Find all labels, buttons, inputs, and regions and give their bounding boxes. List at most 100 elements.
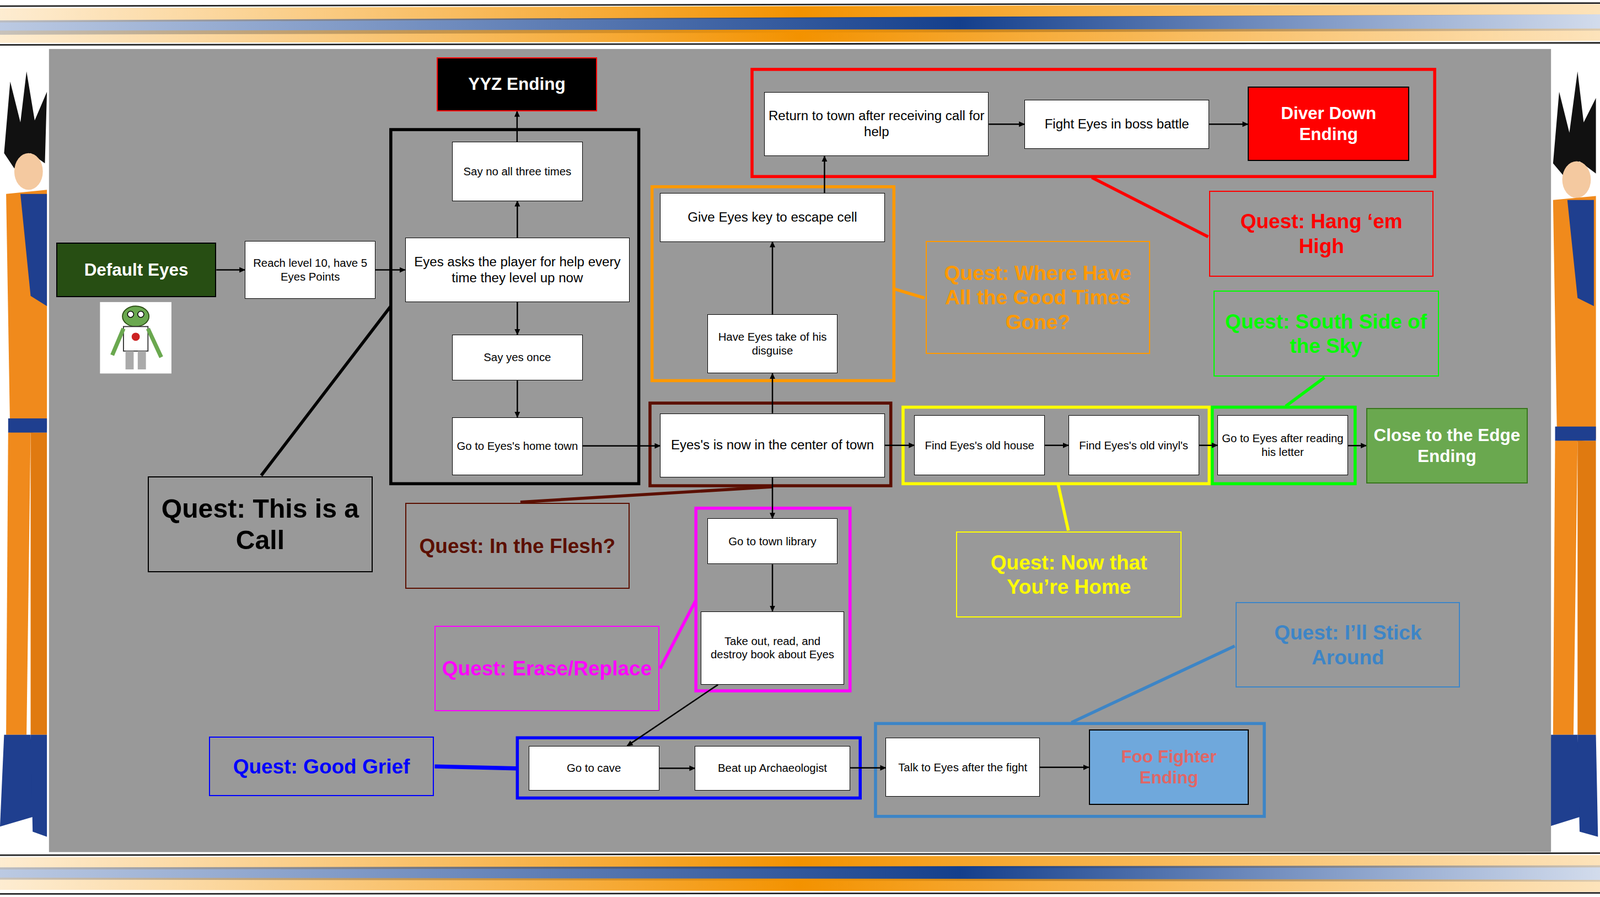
top-stripes <box>0 3 1600 46</box>
node-text: Return to town after receiving call for … <box>768 108 985 141</box>
leader-line <box>1285 377 1325 407</box>
leader-line <box>261 305 391 476</box>
group-outline <box>752 69 1435 177</box>
flow-arrow <box>771 373 774 413</box>
flow-arrow <box>771 564 774 611</box>
node-text: Eyes asks the player for help every time… <box>409 254 626 287</box>
quest-label: Quest: Good Grief <box>208 736 434 796</box>
process-box: Default Eyes <box>56 242 217 297</box>
node-text: Quest: Now that You’re Home <box>962 550 1175 600</box>
flow-arrow <box>884 444 915 447</box>
node-text: Quest: South Side of the Sky <box>1220 309 1433 359</box>
quest-label: Quest: Now that You’re Home <box>956 531 1182 617</box>
process-box: Go to town library <box>707 518 839 565</box>
flow-arrow <box>516 111 519 143</box>
gray-panel <box>49 49 1551 853</box>
group-outline <box>1212 407 1356 485</box>
flow-arrow <box>1348 444 1367 447</box>
process-box: Talk to Eyes after the fight <box>885 737 1040 797</box>
process-box: Have Eyes take of his disguise <box>707 314 839 374</box>
quest-label: Quest: In the Flesh? <box>405 502 630 589</box>
process-box: Close to the Edge Ending <box>1366 407 1528 484</box>
quest-label: Quest: I’ll Stick Around <box>1235 602 1460 688</box>
process-box: Eyes asks the player for help every time… <box>405 237 630 303</box>
flow-arrow <box>627 684 719 746</box>
node-text: Beat up Archaeologist <box>717 761 828 775</box>
node-text: Eyes's is now in the center of town <box>670 437 874 454</box>
flow-arrow <box>1199 444 1218 447</box>
node-text: Quest: Where Have All the Good Times Gon… <box>932 260 1144 335</box>
group-outline <box>695 508 850 691</box>
process-box: Find Eyes's old vinyl's <box>1068 415 1200 476</box>
node-text: Talk to Eyes after the fight <box>898 760 1028 775</box>
flow-arrow <box>516 302 519 335</box>
leader-line <box>1058 484 1069 531</box>
group-outline <box>390 129 640 484</box>
node-text: Diver Down Ending <box>1254 103 1403 146</box>
process-box: Diver Down Ending <box>1247 86 1409 161</box>
process-box: Go to Eyes's home town <box>452 417 583 476</box>
quest-label: Quest: Hang ‘em High <box>1209 190 1434 277</box>
flow-arrow <box>988 123 1025 126</box>
node-text: Default Eyes <box>84 259 189 281</box>
flow-arrow <box>659 767 696 770</box>
node-text: Give Eyes key to escape cell <box>687 209 857 226</box>
node-text: Quest: This is a Call <box>154 492 366 557</box>
node-text: Quest: Hang ‘em High <box>1215 208 1427 259</box>
process-box: Say yes once <box>452 334 583 381</box>
node-text: Go to Eyes after reading his letter <box>1221 431 1345 459</box>
node-text: Find Eyes's old house <box>925 438 1035 453</box>
node-text: Fight Eyes in boss battle <box>1044 116 1190 133</box>
leader-line <box>659 599 696 669</box>
process-box: Return to town after receiving call for … <box>764 92 989 157</box>
process-box: Find Eyes's old house <box>914 415 1045 476</box>
process-box: Go to cave <box>528 745 660 791</box>
flow-arrow <box>1039 766 1089 769</box>
leader-line <box>893 288 925 299</box>
process-box: Take out, read, and destroy book about E… <box>700 611 844 685</box>
node-text: Reach level 10, have 5 Eyes Points <box>248 256 372 284</box>
side-figure-left <box>0 71 47 837</box>
node-text: YYZ Ending <box>468 73 566 95</box>
process-box: Beat up Archaeologist <box>694 745 850 791</box>
node-text: Take out, read, and destroy book about E… <box>704 634 840 662</box>
process-box: YYZ Ending <box>436 57 598 112</box>
process-box: Eyes's is now in the center of town <box>659 413 885 479</box>
leader-line <box>520 486 773 503</box>
flow-arrow <box>1044 444 1069 447</box>
bottom-stripes <box>0 852 1600 894</box>
quest-groups <box>261 69 1435 817</box>
group-outline <box>875 723 1265 816</box>
node-text: Close to the Edge Ending <box>1372 425 1521 467</box>
group-outline <box>652 186 895 381</box>
node-text: Foo Fighter Ending <box>1095 746 1243 789</box>
process-box: Fight Eyes in boss battle <box>1024 99 1210 149</box>
process-box: Say no all three times <box>452 141 583 201</box>
quest-label: Quest: Where Have All the Good Times Gon… <box>925 240 1151 354</box>
flow-arrow <box>823 156 826 193</box>
node-text: Quest: I’ll Stick Around <box>1242 620 1454 670</box>
flow-arrow <box>1209 123 1248 126</box>
process-box: Go to Eyes after reading his letter <box>1217 415 1349 476</box>
side-figure-right <box>1548 71 1598 837</box>
node-text: Say no all three times <box>463 164 572 179</box>
node-text: Say yes once <box>483 350 551 364</box>
flow-arrow <box>516 201 519 239</box>
flow-arrow <box>375 269 406 271</box>
node-text: Go to cave <box>566 761 621 775</box>
process-box: Foo Fighter Ending <box>1088 729 1250 805</box>
flow-arrow <box>216 269 245 271</box>
node-text: Find Eyes's old vinyl's <box>1078 438 1189 453</box>
leader-line <box>434 766 517 769</box>
flow-arrow <box>850 766 887 769</box>
node-text: Quest: Erase/Replace <box>442 656 652 681</box>
eyes-character <box>99 302 172 374</box>
leader-line <box>1071 646 1235 723</box>
process-box: Give Eyes key to escape cell <box>659 192 885 243</box>
node-text: Go to Eyes's home town <box>456 439 578 453</box>
node-text: Quest: Good Grief <box>233 754 411 779</box>
flow-arrow <box>771 477 774 519</box>
node-text: Go to town library <box>728 534 816 549</box>
quest-label: Quest: This is a Call <box>147 476 373 573</box>
